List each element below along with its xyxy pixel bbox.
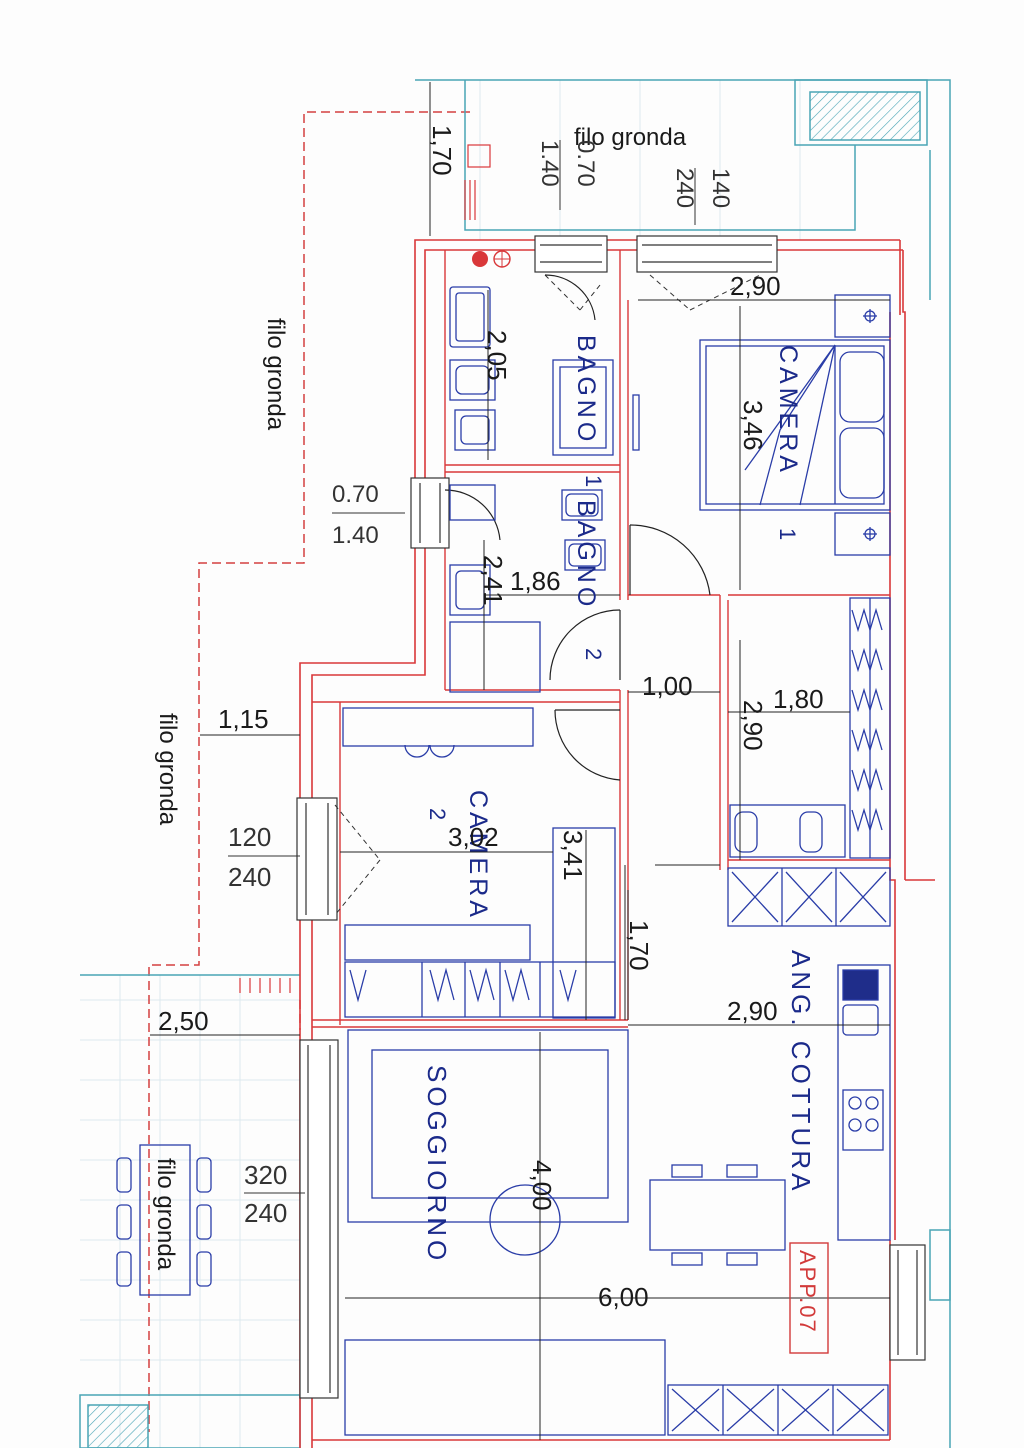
unit-tag: APP.07 bbox=[789, 1242, 829, 1354]
room-label-bagno1: BAGNO bbox=[572, 335, 600, 445]
dim-bagno2-width: 1,86 bbox=[510, 566, 561, 596]
camera1-furniture bbox=[632, 294, 891, 556]
interior-walls bbox=[312, 250, 890, 1028]
dim-closet-depth: 2,90 bbox=[738, 700, 768, 751]
window4-height: 120 bbox=[228, 822, 271, 852]
dim-terrace-250: 2,50 bbox=[158, 1006, 209, 1036]
windows bbox=[296, 235, 926, 1399]
window-swings bbox=[334, 274, 761, 916]
doors bbox=[444, 274, 711, 781]
window5-width: 240 bbox=[244, 1198, 287, 1228]
bagno1-fixtures bbox=[449, 286, 614, 456]
room-label-camera2: CAMERA bbox=[464, 790, 492, 921]
camera2-furniture bbox=[342, 707, 616, 1019]
dim-bagno2-depth: 2,41 bbox=[478, 555, 508, 606]
dim-camera1-depth: 3,46 bbox=[738, 400, 768, 451]
window3-height: 0.70 bbox=[332, 481, 379, 508]
window3-width: 1.40 bbox=[332, 522, 379, 549]
window4-width: 240 bbox=[228, 862, 271, 892]
eaves-label-top: filo gronda bbox=[574, 124, 687, 151]
dimension-labels: 1,70 2,90 2,05 3,46 1,86 2,41 1,00 1,80 … bbox=[158, 125, 824, 1312]
dim-top-170: 1,70 bbox=[427, 125, 457, 176]
terrace-outline bbox=[79, 79, 951, 1448]
room-number-camera2: 2 bbox=[425, 808, 450, 820]
eaves-label-left-middle: filo gronda bbox=[154, 713, 181, 826]
window-size-labels: 0.70 1.40 140 240 0.70 1.40 120 240 320 … bbox=[228, 140, 734, 1228]
window5-height: 320 bbox=[244, 1160, 287, 1190]
room-number-bagno1: 1 bbox=[581, 475, 606, 487]
unit-tag-label: APP.07 bbox=[795, 1250, 820, 1334]
soggiorno-furniture bbox=[344, 1029, 786, 1436]
dim-kitchen-290: 2,90 bbox=[727, 996, 778, 1026]
dimension-lines bbox=[150, 82, 890, 1440]
eaves-labels: filo gronda filo gronda filo gronda filo… bbox=[152, 124, 687, 1271]
window1-height: 0.70 bbox=[572, 140, 599, 187]
closet-furniture bbox=[729, 597, 891, 859]
window2-height: 140 bbox=[707, 168, 734, 208]
kitchen-furniture bbox=[667, 867, 891, 1436]
dim-kitchen-170: 1,70 bbox=[624, 920, 654, 971]
dim-camera2-width: 3,02 bbox=[448, 822, 499, 852]
exterior-walls bbox=[299, 239, 935, 1448]
dim-bagno1-depth: 2,05 bbox=[482, 330, 512, 381]
room-labels: BAGNO 1 BAGNO 2 CAMERA 1 CAMERA 2 ANG. C… bbox=[422, 335, 816, 1264]
room-label-camera1: CAMERA bbox=[774, 345, 802, 476]
room-label-soggiorno: SOGGIORNO bbox=[422, 1065, 452, 1264]
dim-camera2-depth: 3,41 bbox=[558, 830, 588, 881]
room-number-camera1: 1 bbox=[775, 528, 800, 540]
room-number-bagno2: 2 bbox=[581, 648, 606, 660]
fraction-bars bbox=[228, 140, 696, 1194]
dim-soggiorno-depth: 4,00 bbox=[527, 1160, 557, 1211]
dim-corridor: 1,00 bbox=[642, 671, 693, 701]
eaves-label-terrace: filo gronda bbox=[152, 1158, 179, 1271]
dim-left-115: 1,15 bbox=[218, 704, 269, 734]
dim-soggiorno-width: 6,00 bbox=[598, 1282, 649, 1312]
dim-camera1-width: 2,90 bbox=[730, 271, 781, 301]
eaves-label-left-upper: filo gronda bbox=[262, 318, 289, 431]
bagno2-fixtures bbox=[449, 484, 606, 693]
room-label-cottura: ANG. COTTURA bbox=[786, 950, 816, 1194]
window2-width: 240 bbox=[671, 168, 698, 208]
dim-closet-width: 1,80 bbox=[773, 684, 824, 714]
room-label-bagno2: BAGNO bbox=[572, 500, 600, 610]
utility-markers bbox=[472, 250, 511, 268]
window1-width: 1.40 bbox=[536, 140, 563, 187]
terrace-table bbox=[116, 1144, 212, 1296]
gutters bbox=[239, 144, 491, 993]
